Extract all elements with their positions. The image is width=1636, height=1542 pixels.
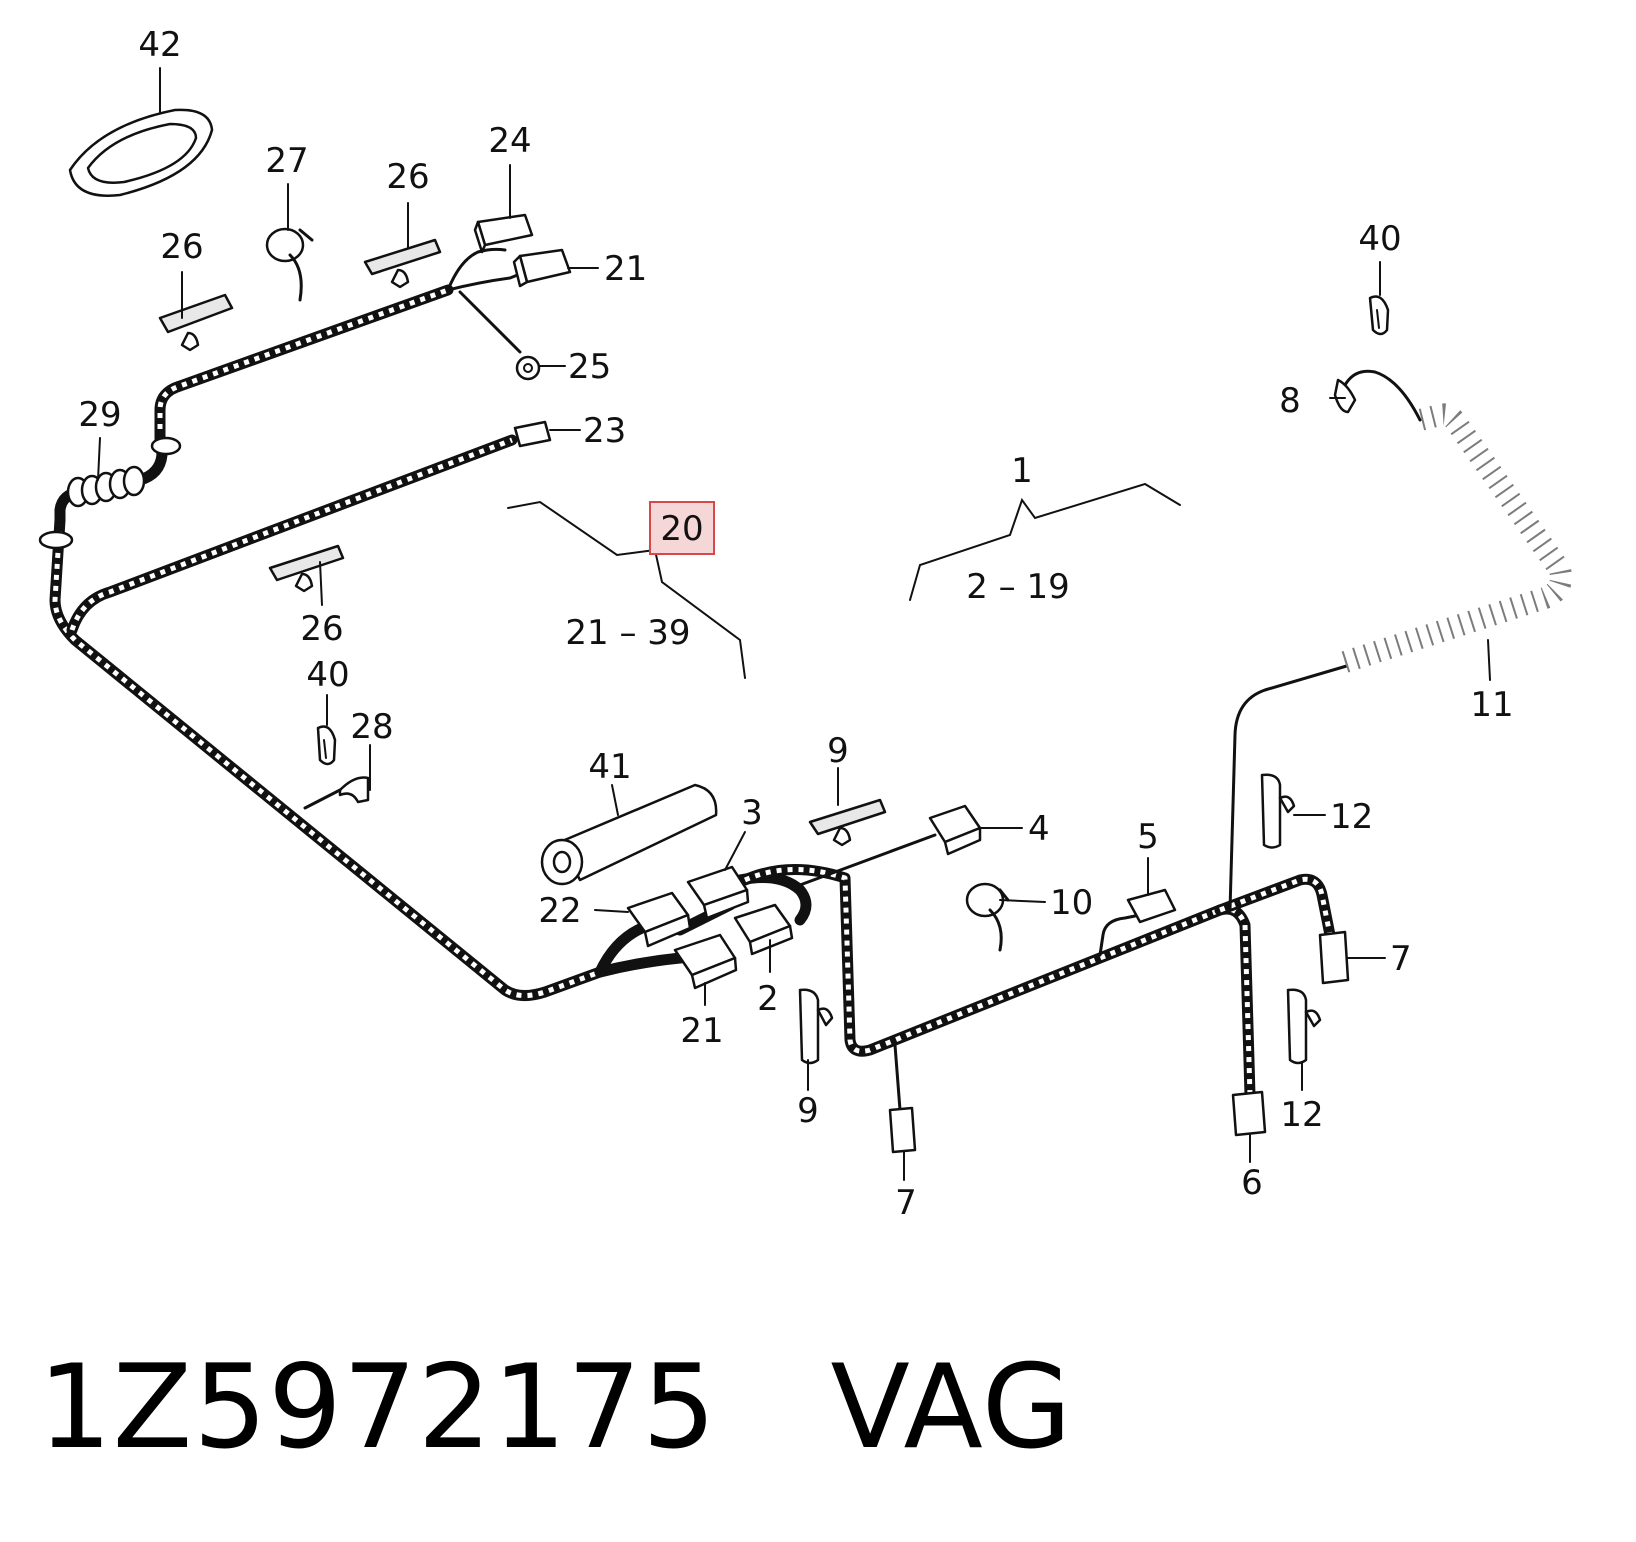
group-label-main: 1 <box>1011 451 1033 491</box>
part-5-connector <box>1098 888 1177 957</box>
callout-10: 10 <box>1050 883 1093 923</box>
callout-9-b: 9 <box>797 1091 819 1131</box>
callout-12-a: 12 <box>1330 797 1373 837</box>
harness-right-loop <box>1228 369 1573 912</box>
callout-22: 22 <box>538 891 581 931</box>
part-number-footer: 1Z5972175 VAG <box>38 1340 1073 1475</box>
callout-25: 25 <box>568 347 611 387</box>
part-4-connector <box>798 804 982 887</box>
group-label-sub-range: 21 – 39 <box>565 613 690 653</box>
callout-7-b: 7 <box>1390 939 1412 979</box>
callout-4: 4 <box>1028 809 1050 849</box>
callout-labels: 42 27 26 24 26 21 25 29 23 26 40 28 41 3… <box>78 25 1513 1223</box>
wiring-harness-diagram: 42 27 26 24 26 21 25 29 23 26 40 28 41 3… <box>38 25 1573 1223</box>
callout-11: 11 <box>1470 685 1513 725</box>
part-40-clip-right <box>1368 295 1390 336</box>
callout-40-b: 40 <box>1358 219 1401 259</box>
callout-42: 42 <box>138 25 181 65</box>
callout-27: 27 <box>265 141 308 181</box>
callout-8: 8 <box>1279 381 1301 421</box>
callout-26-c: 26 <box>300 609 343 649</box>
part-7-connectors <box>888 930 1350 1154</box>
callout-26-a: 26 <box>160 227 203 267</box>
harness-branch-top <box>446 247 541 381</box>
part-41-tube <box>540 783 718 886</box>
callout-6: 6 <box>1241 1163 1263 1203</box>
callout-12-b: 12 <box>1280 1095 1323 1135</box>
group-label-sub: 20 <box>660 509 703 549</box>
callout-21-b: 21 <box>680 1011 723 1051</box>
part-6-connector <box>1231 1090 1267 1137</box>
callout-23: 23 <box>583 411 626 451</box>
callout-41: 41 <box>588 747 631 787</box>
group-label-main-range: 2 – 19 <box>966 567 1070 607</box>
callout-5: 5 <box>1137 817 1159 857</box>
highlight-box <box>649 501 715 555</box>
part-26-tape <box>158 238 887 847</box>
connectors-center <box>626 865 794 990</box>
part-10-clip <box>965 882 1010 952</box>
part-42-grommet <box>68 108 214 197</box>
part-40-clip-left <box>316 725 337 766</box>
group-bracket-main <box>909 482 1181 601</box>
part-9-bracket <box>798 988 834 1065</box>
part-21-connector-top <box>512 248 572 288</box>
callout-40-a: 40 <box>306 655 349 695</box>
callout-21-a: 21 <box>604 249 647 289</box>
part-24-connector <box>473 213 534 254</box>
callout-26-b: 26 <box>386 157 429 197</box>
callout-2: 2 <box>757 979 779 1019</box>
part-12-brackets <box>1260 773 1322 1065</box>
brand-name: VAG <box>830 1340 1073 1475</box>
callout-9-a: 9 <box>827 731 849 771</box>
part-23-connector <box>513 420 552 448</box>
callout-28: 28 <box>350 707 393 747</box>
callout-7-a: 7 <box>895 1183 917 1223</box>
callout-29: 29 <box>78 395 121 435</box>
leader-lines <box>97 67 1491 1181</box>
part-number: 1Z5972175 <box>38 1340 717 1475</box>
callout-24: 24 <box>488 121 531 161</box>
part-28-bracket <box>303 776 370 810</box>
corrugated-sleeve <box>38 434 182 550</box>
group-labels: 1 2 – 19 20 21 – 39 <box>565 451 1069 653</box>
part-27-clip <box>265 227 314 302</box>
harness-trunk <box>49 284 1336 1101</box>
callout-3: 3 <box>741 793 763 833</box>
